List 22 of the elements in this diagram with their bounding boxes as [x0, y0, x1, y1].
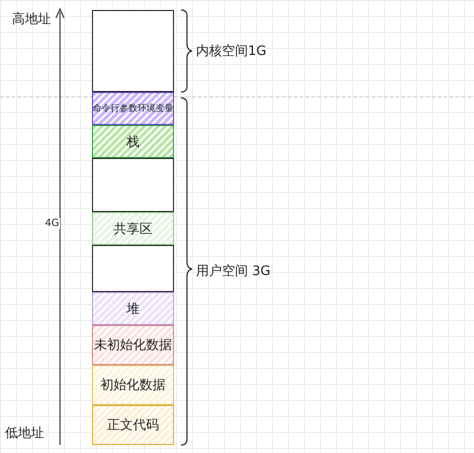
address-label: 低地址	[5, 425, 44, 442]
memory-segment	[92, 405, 174, 445]
memory-segment	[92, 212, 174, 245]
segment-label: 命令行参数环境变量	[92, 102, 174, 115]
memory-segment	[92, 125, 174, 158]
segment-label: 堆	[126, 300, 140, 318]
segment-label: 正文代码	[107, 417, 159, 434]
memory-segment	[92, 92, 174, 125]
region-label: 内核空间1G	[196, 43, 266, 60]
memory-segment	[92, 10, 174, 92]
address-label: 高地址	[12, 11, 51, 28]
size-label: 4G	[44, 218, 60, 229]
memory-segment	[92, 325, 174, 365]
memory-segment	[92, 365, 174, 405]
memory-segment	[92, 158, 174, 212]
memory-segment	[92, 245, 174, 292]
segment-label: 共享区	[114, 220, 152, 238]
segment-label: 未初始化数据	[94, 337, 172, 354]
segment-label: 栈	[126, 134, 140, 150]
segment-label: 初始化数据	[100, 377, 166, 394]
memory-segment	[92, 292, 174, 325]
region-label: 用户空间 3G	[196, 263, 270, 280]
